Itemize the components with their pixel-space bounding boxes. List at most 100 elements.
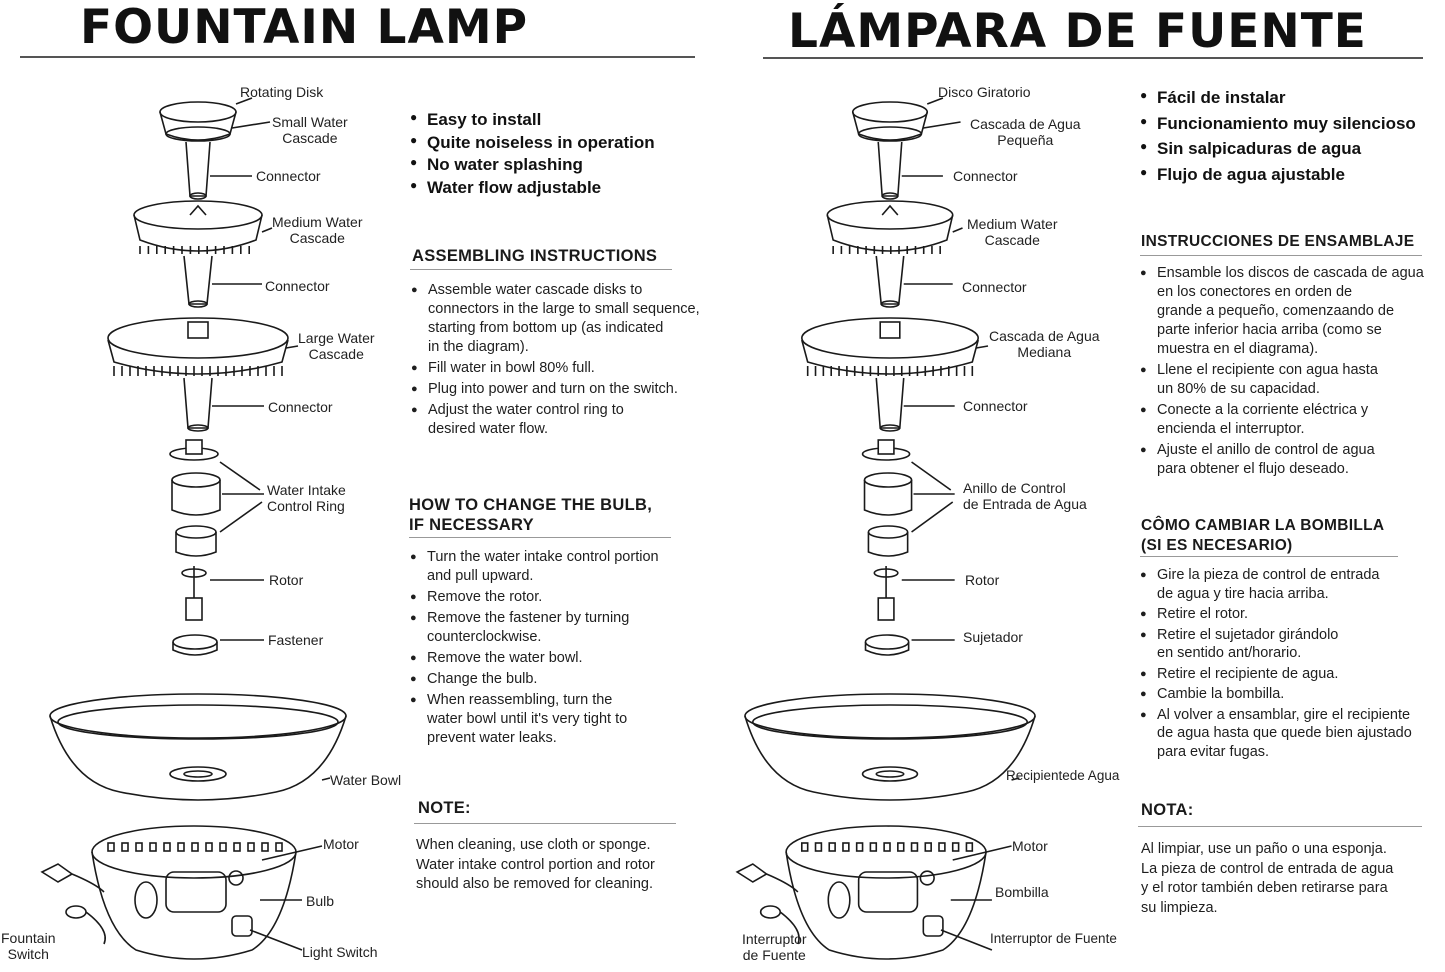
connector-top xyxy=(877,141,903,197)
list-item: Retire el recipiente de agua. xyxy=(1139,665,1412,684)
list-item: Retire el sujetador girándolo en sentido… xyxy=(1139,626,1412,663)
leader-line xyxy=(235,97,253,105)
rotating-disk xyxy=(159,101,237,123)
label-large-water-cascade: Large Water Cascade xyxy=(298,330,375,362)
light-switch xyxy=(922,915,944,937)
label-light-switch: Light Switch xyxy=(302,944,378,960)
feature-item: Water flow adjustable xyxy=(410,178,655,201)
base-rim-tab xyxy=(828,842,836,852)
label-rotating-disk: Rotating Disk xyxy=(240,84,324,100)
bulb xyxy=(827,881,851,919)
base-rim-tab xyxy=(107,842,115,852)
label-rotor-es: Rotor xyxy=(965,572,1000,588)
assembling-list-english: Assemble water cascade disks to connecto… xyxy=(410,281,700,441)
note-heading-english: NOTE: xyxy=(418,799,471,817)
label-connector-bottom: Connector xyxy=(268,399,333,415)
intake-ring-body xyxy=(863,480,913,516)
water-bowl-rim xyxy=(744,693,1036,739)
leader-line xyxy=(926,97,944,105)
water-bowl-rim xyxy=(49,693,347,739)
note-heading-spanish: NOTA: xyxy=(1141,801,1194,819)
bulb-change-heading-rule-english xyxy=(409,537,671,538)
feature-item: Fácil de instalar xyxy=(1140,88,1416,114)
label-motor: Motor xyxy=(323,836,359,852)
label-cascada-pequena: Cascada de Agua Pequeña xyxy=(970,116,1081,148)
base-rim-tab xyxy=(800,842,809,852)
label-interruptor-de-fuente-left: Interruptor de Fuente xyxy=(742,931,807,963)
list-item: Gire la pieza de control de entrada de a… xyxy=(1139,566,1412,603)
small-cascade-rim xyxy=(857,126,923,142)
power-plug xyxy=(759,905,782,919)
page-title-spanish: LÁMPARA DE FUENTE xyxy=(788,4,1367,59)
list-item: When reassembling, turn the water bowl u… xyxy=(409,691,659,748)
water-bowl-center-hole xyxy=(183,770,213,778)
label-water-bowl: Water Bowl xyxy=(330,772,402,788)
leader-line xyxy=(261,845,323,861)
rotor-magnet xyxy=(185,597,203,621)
list-item: Ensamble los discos de cascada de agua e… xyxy=(1139,264,1424,359)
list-item: Adjust the water control ring to desired… xyxy=(410,401,700,439)
list-item: Remove the rotor. xyxy=(409,588,659,607)
connector-middle xyxy=(183,255,213,305)
base-rim-tab xyxy=(247,842,255,852)
features-list-spanish: Fácil de instalar Funcionamiento muy sil… xyxy=(1140,88,1416,190)
leader-line xyxy=(249,929,303,951)
base-rim-tab xyxy=(135,842,143,852)
large-cascade-bowl xyxy=(107,339,289,375)
list-item: Al volver a ensamblar, gire el recipient… xyxy=(1139,706,1412,762)
medium-cascade-peak xyxy=(189,204,207,216)
leader-line xyxy=(1011,777,1020,781)
label-bombilla: Bombilla xyxy=(995,884,1049,900)
medium-cascade-bowl xyxy=(826,214,954,252)
list-item: Fill water in bowl 80% full. xyxy=(410,359,700,378)
base-rim-tab xyxy=(149,842,157,852)
large-cascade-hub xyxy=(187,321,209,339)
base-rim-tab xyxy=(121,842,129,852)
leader-line xyxy=(952,845,1012,861)
intake-ring-body xyxy=(171,480,221,516)
label-bulb: Bulb xyxy=(306,893,335,909)
intake-lower-ring-top xyxy=(175,525,217,539)
list-item: Plug into power and turn on the switch. xyxy=(410,380,700,399)
label-water-intake-control-ring: Water Intake Control Ring xyxy=(267,482,346,514)
label-rotor: Rotor xyxy=(269,572,304,588)
connector-bottom xyxy=(875,377,905,429)
list-item: Llene el recipiente con agua hasta un 80… xyxy=(1139,361,1424,399)
small-cascade-bowl xyxy=(851,111,929,141)
leader-line xyxy=(321,777,331,781)
list-item: Remove the water bowl. xyxy=(409,649,659,668)
base-rim-tab xyxy=(261,842,269,852)
base-rim-tab xyxy=(938,842,946,852)
intake-lower-ring xyxy=(867,532,909,557)
base-rim-tab xyxy=(233,842,241,852)
motor-unit xyxy=(857,871,919,913)
water-bowl-center-ring xyxy=(861,766,919,782)
base-rim-tab xyxy=(814,842,823,852)
leader-line xyxy=(911,501,954,533)
water-bowl-inner-rim xyxy=(751,704,1028,740)
fountain-switch-cord xyxy=(71,873,105,893)
bulb-change-heading-rule-spanish xyxy=(1140,556,1398,557)
connector-bottom xyxy=(183,377,213,429)
label-motor-es: Motor xyxy=(1012,838,1048,854)
motor-knob xyxy=(919,870,935,886)
note-text-spanish: Al limpiar, use un paño o una esponja. L… xyxy=(1141,841,1394,916)
water-bowl-inner-rim xyxy=(57,704,339,740)
label-disco-giratorio: Disco Giratorio xyxy=(938,84,1031,100)
small-cascade-bowl xyxy=(159,111,237,141)
intake-cap-stem xyxy=(877,439,895,455)
water-bowl-body xyxy=(49,715,347,801)
base-rim-tab xyxy=(205,842,213,852)
leader-line xyxy=(219,501,263,533)
features-list-english: Easy to install Quite noiseless in opera… xyxy=(410,110,655,200)
note-text-english: When cleaning, use cloth or sponge. Wate… xyxy=(416,837,655,892)
leader-line xyxy=(952,227,963,233)
bulb-change-heading-english: HOW TO CHANGE THE BULB, IF NECESSARY xyxy=(409,496,653,534)
feature-item: Easy to install xyxy=(410,110,655,133)
base-rim xyxy=(785,825,987,879)
feature-item: Funcionamiento muy silencioso xyxy=(1140,114,1416,140)
list-item: Change the bulb. xyxy=(409,670,659,689)
connector-bottom-end xyxy=(187,424,209,432)
large-cascade-bowl xyxy=(801,339,979,375)
assembling-heading-rule-english xyxy=(410,269,672,270)
